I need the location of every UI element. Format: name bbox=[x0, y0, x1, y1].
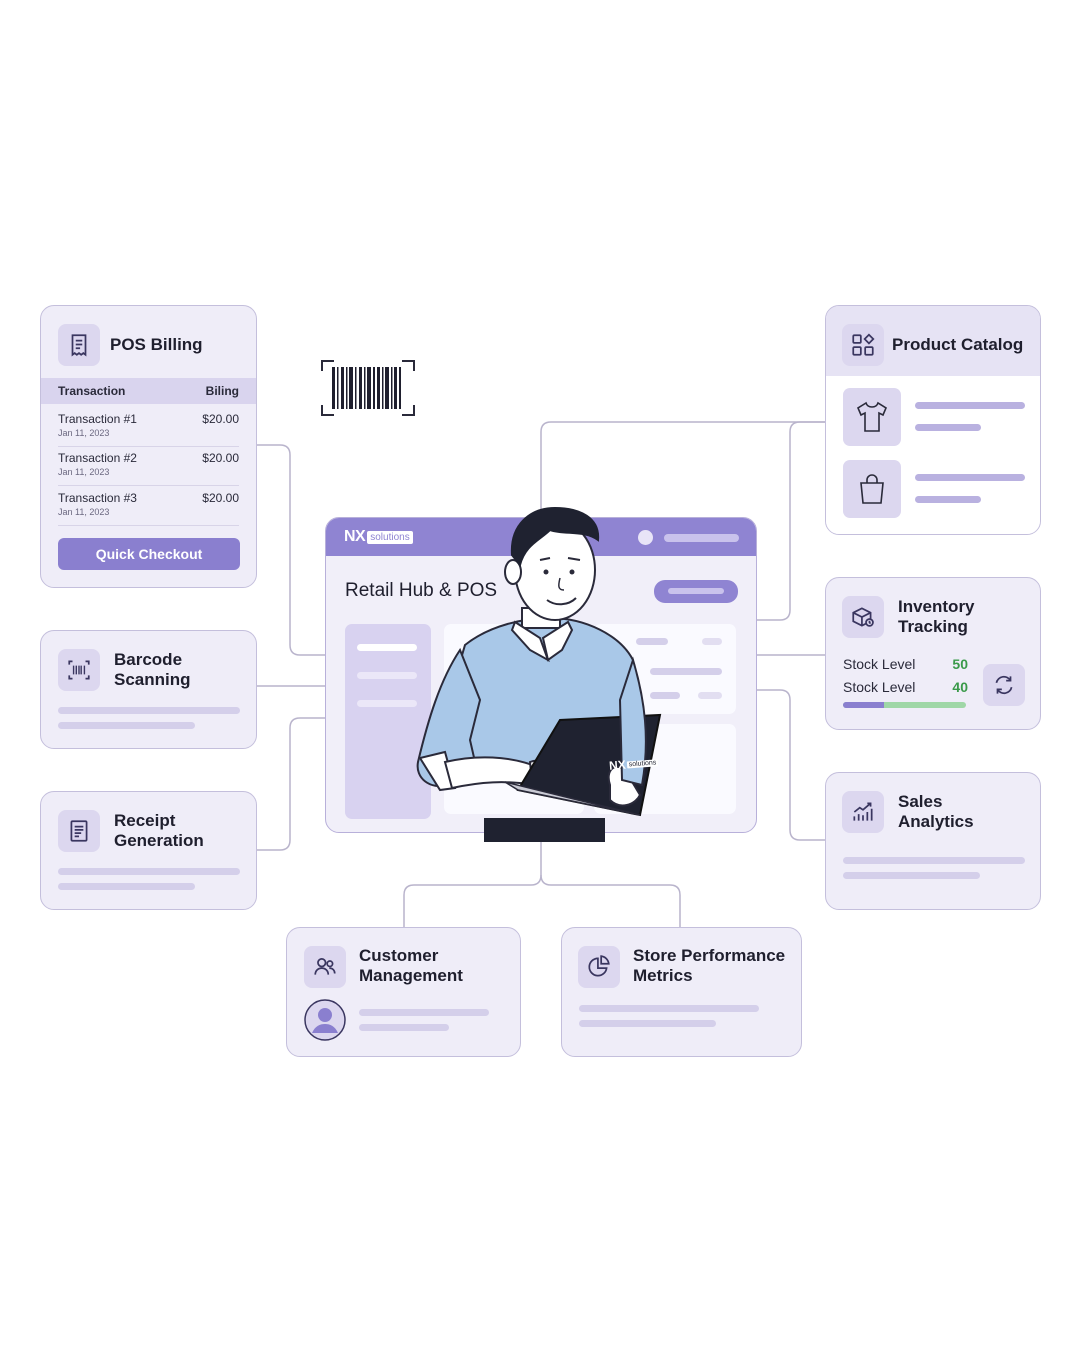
placeholder-line bbox=[843, 872, 980, 879]
inventory-tracking-card: Inventory Tracking Stock Level 50 Stock … bbox=[825, 577, 1041, 730]
transaction-date: Jan 11, 2023 bbox=[58, 507, 110, 517]
hub-sidebar bbox=[345, 624, 431, 819]
transaction-date: Jan 11, 2023 bbox=[58, 467, 110, 477]
store-performance-title-2: Metrics bbox=[633, 966, 693, 985]
customer-management-card: Customer Management bbox=[286, 927, 521, 1057]
barcode-icon bbox=[321, 360, 415, 416]
placeholder-line bbox=[579, 1005, 759, 1012]
transaction-name: Transaction #1 bbox=[58, 412, 137, 426]
placeholder-line bbox=[359, 1024, 449, 1031]
brand-suffix: solutions bbox=[367, 530, 413, 544]
laptop-brand-suffix: solutions bbox=[626, 758, 659, 768]
titlebar-placeholder bbox=[664, 534, 739, 542]
receipt-icon bbox=[58, 324, 100, 366]
sales-analytics-title-2: Analytics bbox=[898, 812, 974, 831]
pie-chart-icon bbox=[578, 946, 620, 988]
hub-action-button[interactable] bbox=[654, 580, 738, 603]
inventory-tracking-title-1: Inventory bbox=[898, 597, 975, 616]
column-transaction: Transaction bbox=[58, 384, 126, 398]
customer-management-title-1: Customer bbox=[359, 946, 439, 965]
stock-level-label: Stock Level bbox=[843, 679, 916, 695]
table-row[interactable]: Transaction #1 Jan 11, 2023 $20.00 bbox=[58, 406, 239, 447]
box-clock-icon bbox=[842, 596, 884, 638]
status-dot-icon bbox=[638, 530, 653, 545]
store-performance-card: Store Performance Metrics bbox=[561, 927, 802, 1057]
transaction-amount: $20.00 bbox=[202, 451, 239, 465]
brand-name: NX bbox=[344, 528, 366, 545]
sales-analytics-title-1: Sales bbox=[898, 792, 943, 811]
stock-level-label: Stock Level bbox=[843, 656, 916, 672]
barcode-scanning-title-2: Scanning bbox=[114, 670, 191, 689]
placeholder-line bbox=[359, 1009, 489, 1016]
product-catalog-title: Product Catalog bbox=[892, 335, 1024, 354]
refresh-icon[interactable] bbox=[983, 664, 1025, 706]
barcode-scanning-card: Barcode Scanning bbox=[40, 630, 257, 749]
placeholder-line bbox=[579, 1020, 716, 1027]
stock-level-row: Stock Level 40 bbox=[843, 679, 968, 695]
placeholder-line bbox=[843, 857, 1025, 864]
pos-table-header: Transaction Biling bbox=[41, 378, 256, 404]
store-performance-title-1: Store Performance bbox=[633, 946, 786, 965]
person-with-laptop-illustration bbox=[416, 506, 662, 842]
placeholder-line bbox=[58, 722, 195, 729]
transaction-name: Transaction #2 bbox=[58, 451, 137, 465]
shopping-bag-icon[interactable] bbox=[843, 460, 901, 518]
stock-progress-fill bbox=[843, 702, 884, 708]
placeholder-line bbox=[58, 868, 240, 875]
placeholder-line bbox=[915, 496, 981, 503]
brand-logo: NX solutions bbox=[344, 528, 413, 546]
stock-progress-bar bbox=[843, 702, 966, 708]
sales-analytics-card: Sales Analytics bbox=[825, 772, 1041, 910]
receipt-generation-title-1: Receipt bbox=[114, 811, 176, 830]
pos-billing-title: POS Billing bbox=[110, 335, 203, 354]
receipt-generation-card: Receipt Generation bbox=[40, 791, 257, 910]
grid-shapes-icon bbox=[842, 324, 884, 366]
receipt-doc-icon bbox=[58, 810, 100, 852]
avatar bbox=[304, 999, 346, 1041]
transaction-name: Transaction #3 bbox=[58, 491, 137, 505]
placeholder-line bbox=[915, 424, 981, 431]
receipt-generation-title-2: Generation bbox=[114, 831, 204, 850]
product-catalog-card: Product Catalog bbox=[825, 305, 1041, 535]
bar-chart-trend-icon bbox=[842, 791, 884, 833]
transaction-amount: $20.00 bbox=[202, 412, 239, 426]
page-title: Retail Hub & POS bbox=[345, 580, 498, 601]
stock-level-row: Stock Level 50 bbox=[843, 656, 968, 672]
laptop-brand-name: NX bbox=[608, 757, 627, 773]
inventory-tracking-title-2: Tracking bbox=[898, 617, 968, 636]
barcode-scan-icon bbox=[58, 649, 100, 691]
pos-billing-card: POS Billing Transaction Biling Transacti… bbox=[40, 305, 257, 588]
placeholder-line bbox=[58, 883, 195, 890]
users-icon bbox=[304, 946, 346, 988]
tshirt-icon[interactable] bbox=[843, 388, 901, 446]
stock-level-value: 40 bbox=[952, 679, 968, 695]
customer-management-title-2: Management bbox=[359, 966, 463, 985]
column-billing: Biling bbox=[205, 384, 239, 398]
placeholder-line bbox=[915, 402, 1025, 409]
barcode-scanning-title-1: Barcode bbox=[114, 650, 183, 669]
transaction-date: Jan 11, 2023 bbox=[58, 428, 110, 438]
placeholder-line bbox=[915, 474, 1025, 481]
placeholder-line bbox=[58, 707, 240, 714]
table-row[interactable]: Transaction #2 Jan 11, 2023 $20.00 bbox=[58, 445, 239, 486]
stock-level-value: 50 bbox=[952, 656, 968, 672]
quick-checkout-button[interactable]: Quick Checkout bbox=[58, 538, 240, 570]
table-row[interactable]: Transaction #3 Jan 11, 2023 $20.00 bbox=[58, 485, 239, 526]
transaction-amount: $20.00 bbox=[202, 491, 239, 505]
